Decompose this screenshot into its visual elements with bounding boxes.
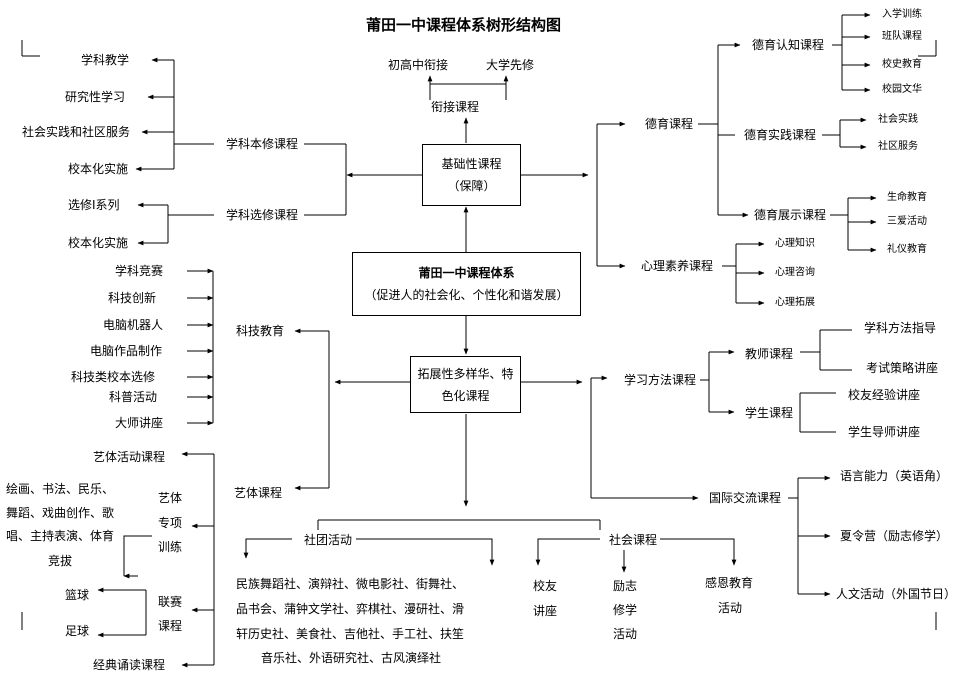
arts-special-label: 专项 <box>158 516 183 530</box>
core-item: 校本化实施 <box>68 162 129 176</box>
clubs-label: 社团活动 <box>304 533 353 547</box>
basic-line2: （保障） <box>447 179 496 193</box>
social-label: 社会课程 <box>609 533 658 547</box>
social-inspire: 励志 <box>613 579 638 593</box>
psych-item: 心理咨询 <box>775 267 815 278</box>
study-student-item: 学生导师讲座 <box>848 425 921 439</box>
social-alumni: 校友 <box>533 579 558 593</box>
clubs-line: 轩历史社、美食社、吉他社、手工社、扶笙 <box>236 627 465 641</box>
study-student-label: 学生课程 <box>745 406 794 420</box>
arts-league-label: 课程 <box>158 619 183 633</box>
arts-label: 艺体课程 <box>234 486 283 500</box>
tech-item: 科技创新 <box>108 291 157 305</box>
tech-item: 科普活动 <box>109 390 158 404</box>
basic-line1: 基础性课程 <box>441 157 502 171</box>
moral-display-item: 礼仪教育 <box>887 244 927 255</box>
arts-league-item: 足球 <box>65 624 90 638</box>
bridge-item: 初高中衔接 <box>388 58 449 72</box>
clubs-line: 民族舞蹈社、演辩社、微电影社、街舞社、 <box>236 577 465 591</box>
elective-item: 选修Ⅰ系列 <box>68 198 120 212</box>
psych-item: 心理知识 <box>775 238 815 249</box>
clubs-line: 品书会、蒲钟文学社、弈棋社、漫研社、滑 <box>236 602 465 616</box>
intl-item: 人文活动（外国节日） <box>836 587 956 601</box>
moral-display-label: 德育展示课程 <box>754 208 827 222</box>
clubs-line: 音乐社、外语研究社、古风演绎社 <box>261 651 442 665</box>
arts-special-item: 绘画、书法、民乐、 <box>6 482 115 496</box>
tech-item: 大师讲座 <box>115 416 164 430</box>
study-teacher-label: 教师课程 <box>745 347 794 361</box>
psych-item: 心理拓展 <box>775 297 815 308</box>
tech-item: 电脑作品制作 <box>90 344 163 358</box>
ext-line2: 色化课程 <box>441 388 490 403</box>
bridge-label: 衔接课程 <box>431 100 480 114</box>
basic-box: 基础性课程 （保障） <box>422 144 521 206</box>
intl-item: 夏令营（励志修学） <box>840 529 949 543</box>
center-title: 莆田一中课程体系 <box>418 266 515 280</box>
core-item: 研究性学习 <box>65 90 126 104</box>
center-box: 莆田一中课程体系 （促进人的社会化、个性化和谐发展） <box>352 252 581 316</box>
intl-item: 语言能力（英语角） <box>840 469 949 483</box>
study-teacher-item: 学科方法指导 <box>864 321 937 335</box>
center-subtitle: （促进人的社会化、个性化和谐发展） <box>364 288 569 302</box>
elective-item: 校本化实施 <box>68 236 129 250</box>
arts-special-item: 唱、主持表演、体育 <box>6 529 115 543</box>
arts-reading-label: 经典诵读课程 <box>93 658 166 672</box>
tech-item: 学科竞赛 <box>115 264 164 278</box>
social-inspire: 修学 <box>613 603 638 617</box>
ext-line1: 拓展性多样华、特 <box>417 366 514 381</box>
moral-display-item: 三爱活动 <box>887 216 927 227</box>
extension-box: 拓展性多样华、特 色化课程 <box>410 356 521 413</box>
core-item: 学科教学 <box>81 53 130 67</box>
intl-label: 国际交流课程 <box>709 491 782 505</box>
arts-special-item: 舞蹈、戏曲创作、歌 <box>6 506 115 520</box>
arts-special-label: 训练 <box>158 540 183 554</box>
arts-special-item: 竞拔 <box>48 554 73 568</box>
study-label: 学习方法课程 <box>624 373 697 387</box>
moral-cognition-item: 校园文华 <box>882 84 922 95</box>
arts-special-label: 艺体 <box>158 491 183 505</box>
arts-league-item: 篮球 <box>65 588 90 602</box>
moral-cognition-item: 入学训练 <box>882 9 922 20</box>
study-student-item: 校友经验讲座 <box>848 388 921 402</box>
moral-practice-label: 德育实践课程 <box>744 128 817 142</box>
moral-practice-item: 社区服务 <box>878 141 918 152</box>
tech-item: 科技类校本选修 <box>71 370 156 384</box>
moral-cognition-item: 校史教育 <box>882 59 922 70</box>
social-inspire: 活动 <box>613 627 638 641</box>
subject-elective-label: 学科选修课程 <box>226 208 299 222</box>
moral-label: 德育课程 <box>645 117 694 131</box>
tech-item: 电脑机器人 <box>103 318 164 332</box>
moral-practice-item: 社会实践 <box>878 114 918 125</box>
tech-label: 科技教育 <box>236 324 285 338</box>
social-gratitude: 感恩教育 <box>705 576 754 590</box>
moral-display-item: 生命教育 <box>887 192 927 203</box>
study-teacher-item: 考试策略讲座 <box>866 361 939 375</box>
core-item: 社会实践和社区服务 <box>22 125 131 139</box>
page-title: 莆田一中课程体系树形结构图 <box>366 16 562 34</box>
subject-core-label: 学科本修课程 <box>226 137 299 151</box>
bridge-item: 大学先修 <box>486 58 535 72</box>
psych-label: 心理素养课程 <box>641 259 714 273</box>
social-gratitude: 活动 <box>718 601 743 615</box>
moral-cognition-item: 班队课程 <box>882 31 922 42</box>
arts-league-label: 联赛 <box>158 595 183 609</box>
arts-activity-label: 艺体活动课程 <box>93 450 166 464</box>
moral-cognition-label: 德育认知课程 <box>752 38 825 52</box>
social-alumni: 讲座 <box>533 604 558 618</box>
